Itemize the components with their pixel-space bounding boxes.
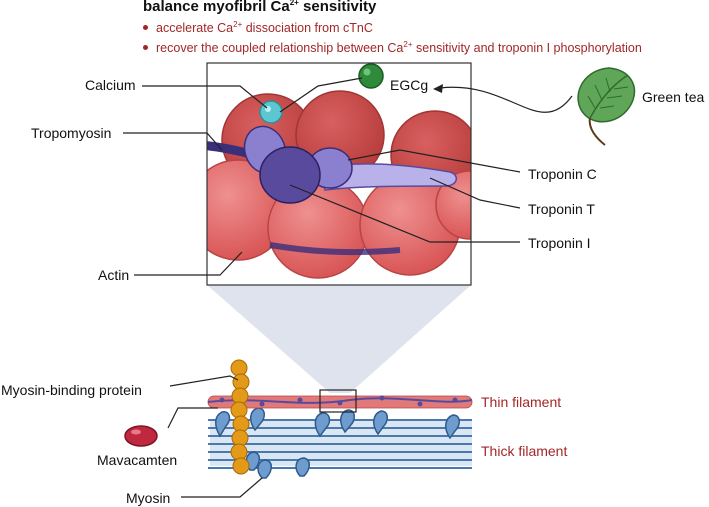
main-title: balance myofibril Ca2+ sensitivity <box>143 0 377 15</box>
leader-lines <box>123 77 521 276</box>
label-myosin-binding-protein: Myosin-binding protein <box>1 382 142 398</box>
leader-lines-bottom <box>167 375 263 498</box>
label-egcg: EGCg <box>390 77 429 93</box>
zoom-box-content <box>207 63 471 285</box>
troponin-t-shape <box>319 163 457 191</box>
egcg-molecule <box>358 63 384 89</box>
actin-sphere <box>435 170 471 240</box>
bullet-2: recover the coupled relationship between… <box>143 40 642 55</box>
thick-filament <box>208 407 472 479</box>
green-tea-arrow <box>439 86 573 113</box>
label-myosin: Myosin <box>126 490 171 506</box>
label-troponin-c: Troponin C <box>528 166 597 182</box>
zoom-projection <box>207 285 471 393</box>
label-calcium: Calcium <box>85 77 136 93</box>
label-troponin-i: Troponin I <box>528 235 591 251</box>
troponin-i-shape <box>259 146 321 204</box>
label-troponin-t: Troponin T <box>528 201 595 217</box>
label-green-tea: Green tea <box>642 89 705 105</box>
label-tropomyosin: Tropomyosin <box>31 125 112 141</box>
bullet-1: accelerate Ca2+ dissociation from cTnC <box>143 20 373 35</box>
zoom-box-border <box>206 62 472 286</box>
thin-filament <box>207 395 473 409</box>
mavacamten-molecule-icon <box>124 425 158 447</box>
label-mavacamten: Mavacamten <box>97 452 178 468</box>
label-thin-filament: Thin filament <box>481 394 562 410</box>
myosin-binding-protein-chain <box>230 359 250 475</box>
green-tea-leaf-icon <box>577 67 636 146</box>
bullet-dot <box>143 45 148 51</box>
bullet-dot <box>143 25 148 31</box>
zoom-region-marker <box>319 389 357 413</box>
label-thick-filament: Thick filament <box>481 443 568 459</box>
label-actin: Actin <box>98 267 130 283</box>
